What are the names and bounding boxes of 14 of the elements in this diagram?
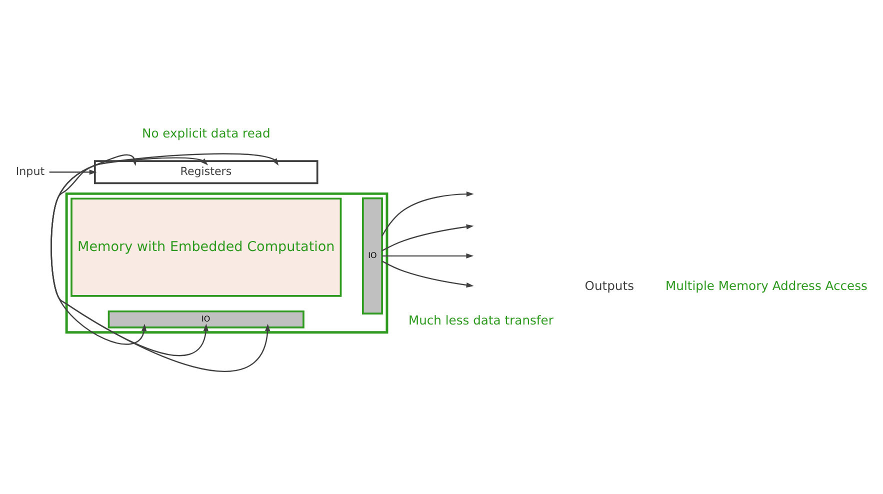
label: No explicit data read [142,126,270,140]
label: Multiple Memory Address Access [666,278,868,292]
arrow [50,152,279,372]
label: Outputs [584,278,634,292]
node-box: Registers [94,160,318,184]
arrow [382,252,474,258]
node-text: Input [16,164,45,178]
arrow [382,190,474,236]
arrow [382,224,474,251]
node-box: Memory with Embedded Computation [70,197,342,296]
cluster [65,192,388,334]
arrow [382,260,474,288]
arrow [49,169,97,174]
label: Much less data transfer [408,312,554,327]
